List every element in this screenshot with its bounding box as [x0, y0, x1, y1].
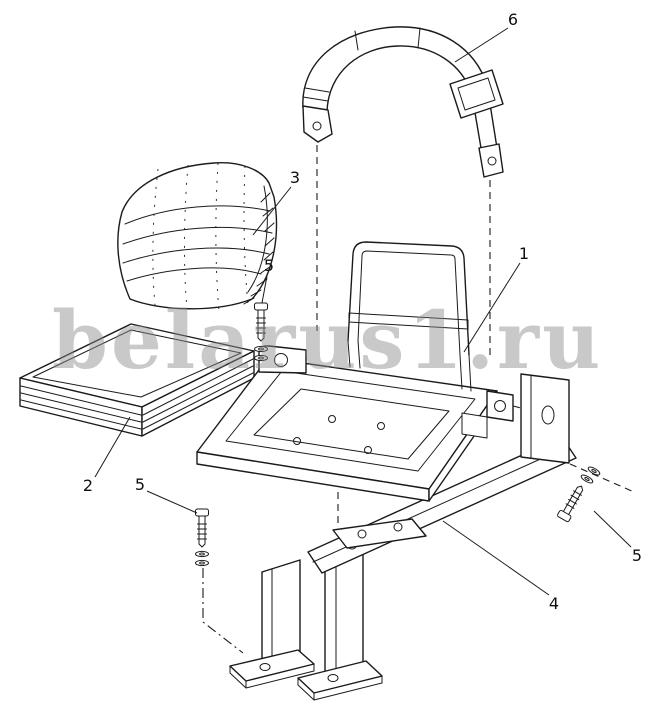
part-label-2: 2: [83, 476, 93, 495]
part-label-1: 1: [519, 244, 529, 263]
backrest-cushion-part: [117, 162, 278, 312]
part-label-6: 6: [508, 10, 518, 29]
part-label-4: 4: [549, 594, 559, 613]
alignment-dashed-lines: [202, 145, 635, 654]
seat-cushion-part: [19, 323, 255, 437]
part-label-5c: 5: [632, 546, 642, 565]
seat-belt-part: [302, 26, 504, 178]
seat-frame-part: [196, 241, 514, 502]
mounting-bracket-part: [229, 373, 577, 701]
bolt-part-c: [556, 464, 602, 523]
part-label-5a: 5: [264, 256, 274, 275]
part-label-5b: 5: [135, 475, 145, 494]
part-labels: 6 3 5 1 2 5 5 4: [83, 10, 642, 613]
part-label-3: 3: [290, 168, 300, 187]
label-leader-lines: [94, 27, 632, 596]
bolt-part-b: [195, 508, 209, 567]
